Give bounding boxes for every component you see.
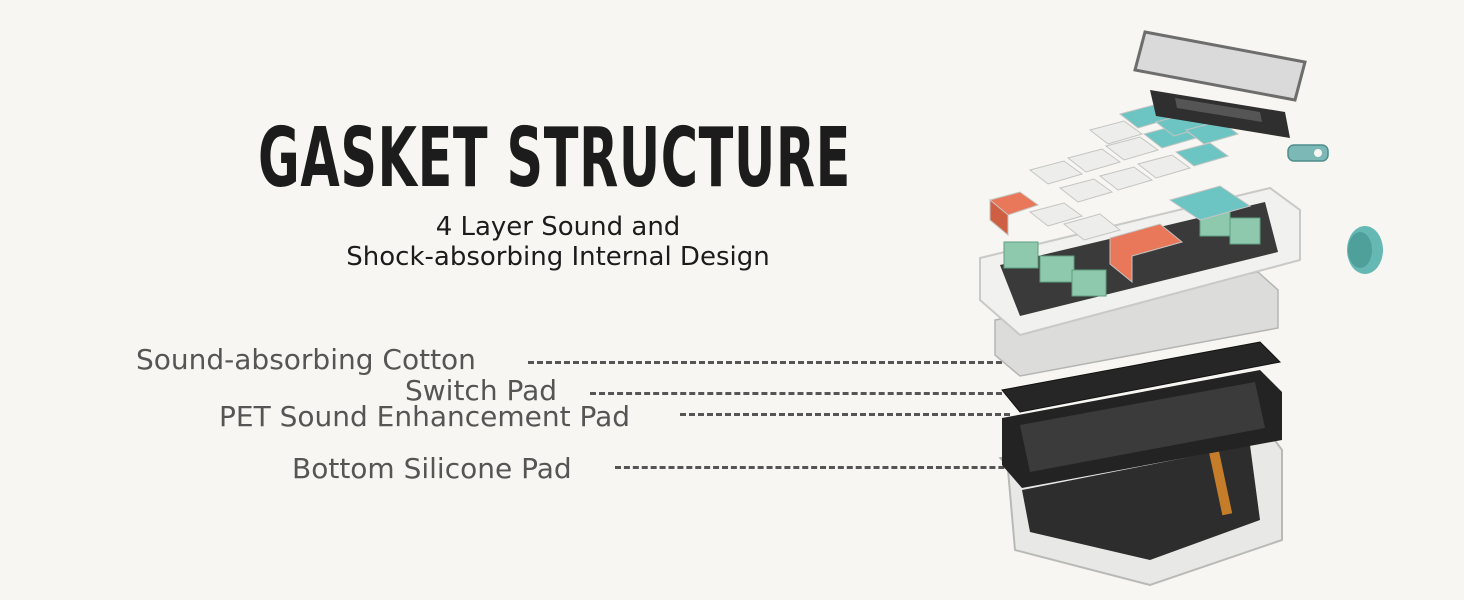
- switches: [1003, 209, 1261, 297]
- page-title: GASKET STRUCTURE: [258, 111, 851, 206]
- layer-label-bottom-silicone-pad: Bottom Silicone Pad: [292, 452, 572, 485]
- switch-pad-layer: [1001, 341, 1282, 413]
- keycaps: [988, 104, 1252, 284]
- plate-layer: [1002, 370, 1282, 488]
- exploded-keypad-illustration: [979, 30, 1383, 587]
- rotary-knob: [1347, 226, 1383, 274]
- layer-label-pet-sound-enhancement-pad: PET Sound Enhancement Pad: [219, 400, 631, 433]
- layer-label-switch-pad: Switch Pad: [405, 374, 558, 407]
- connector-bracket: [1287, 144, 1329, 162]
- leader-line-pet-sound-enhancement-pad: [680, 413, 1010, 416]
- subtitle-line-2: Shock-absorbing Internal Design: [346, 242, 770, 272]
- glass-cover: [1133, 30, 1307, 102]
- subtitle-line-1: 4 Layer Sound and: [435, 212, 681, 242]
- leader-line-bottom-silicone-pad: [615, 466, 1040, 469]
- leader-line-switch-pad: [590, 392, 1020, 395]
- leader-line-sound-absorbing-cotton: [528, 361, 1020, 364]
- display-module: [1150, 90, 1290, 138]
- layer-label-sound-absorbing-cotton: Sound-absorbing Cotton: [136, 343, 476, 376]
